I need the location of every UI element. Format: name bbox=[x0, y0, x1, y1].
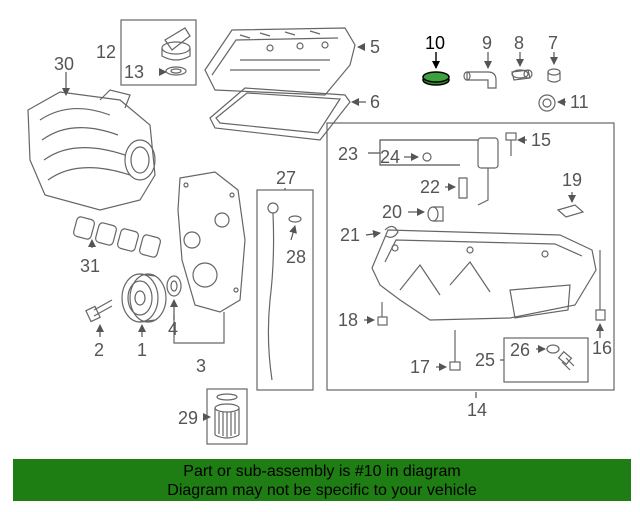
part-17-bolt bbox=[449, 330, 461, 371]
part-22-tube bbox=[458, 177, 468, 199]
part-24-seal bbox=[422, 152, 432, 162]
callout-31: 31 bbox=[80, 256, 100, 276]
part-20-plug bbox=[427, 206, 444, 222]
pulley-bolt bbox=[85, 299, 113, 323]
callout-16: 16 bbox=[592, 338, 612, 358]
callout-23: 23 bbox=[338, 144, 358, 164]
part-8-bushing bbox=[511, 69, 533, 81]
cap-seal bbox=[165, 66, 187, 76]
parts-diagram: 30 12 13 5 6 10 9 8 7 11 23 24 15 22 19 … bbox=[27, 19, 615, 445]
callout-13: 13 bbox=[124, 62, 144, 82]
callout-8: 8 bbox=[514, 33, 524, 53]
callout-30: 30 bbox=[54, 54, 74, 74]
part-19-pad bbox=[556, 204, 585, 218]
callout-18: 18 bbox=[338, 310, 358, 330]
part-21-clip bbox=[384, 225, 399, 238]
callout-15: 15 bbox=[531, 130, 551, 150]
box-12 bbox=[120, 19, 197, 86]
callout-17: 17 bbox=[410, 357, 430, 377]
callout-3: 3 bbox=[196, 356, 206, 376]
part-10-highlighted bbox=[422, 71, 450, 86]
valve-cover-gasket bbox=[209, 87, 351, 141]
callout-1: 1 bbox=[137, 340, 147, 360]
part-7-plug bbox=[547, 68, 561, 83]
callout-27: 27 bbox=[276, 168, 296, 188]
callout-28: 28 bbox=[286, 247, 306, 267]
oil-pan bbox=[371, 229, 597, 321]
valve-cover bbox=[204, 27, 356, 96]
intake-gasket bbox=[73, 216, 161, 258]
callout-21: 21 bbox=[340, 225, 360, 245]
callout-10: 10 bbox=[425, 33, 445, 53]
callout-29: 29 bbox=[178, 408, 198, 428]
callout-25: 25 bbox=[475, 350, 495, 370]
banner-line-1: Part or sub-assembly is #10 in diagram bbox=[183, 463, 461, 480]
box-14 bbox=[326, 122, 615, 391]
callout-7: 7 bbox=[548, 33, 558, 53]
callout-20: 20 bbox=[382, 202, 402, 222]
oil-pump-pickup bbox=[477, 137, 499, 206]
callout-11: 11 bbox=[570, 92, 589, 112]
dipstick bbox=[267, 202, 279, 381]
callout-4: 4 bbox=[168, 319, 178, 339]
callout-2: 2 bbox=[94, 340, 104, 360]
callout-9: 9 bbox=[482, 33, 492, 53]
box-27 bbox=[256, 189, 314, 391]
callout-22: 22 bbox=[420, 177, 440, 197]
part-11-seal bbox=[538, 94, 556, 112]
callout-6: 6 bbox=[370, 92, 380, 112]
dipstick-seal bbox=[288, 215, 302, 223]
part-26-drain bbox=[546, 344, 575, 371]
callout-14: 14 bbox=[467, 400, 487, 420]
callout-12: 12 bbox=[96, 42, 116, 62]
oil-filler-cap bbox=[161, 27, 191, 61]
part-16-stud bbox=[595, 250, 606, 321]
callout-5: 5 bbox=[370, 37, 380, 57]
info-banner: Part or sub-assembly is #10 in diagram D… bbox=[13, 459, 631, 501]
callout-24: 24 bbox=[380, 147, 400, 167]
leader-3 bbox=[173, 312, 225, 344]
oil-filter bbox=[214, 393, 240, 439]
callout-19: 19 bbox=[562, 170, 582, 190]
crankshaft-pulley bbox=[121, 273, 167, 323]
intake-manifold bbox=[27, 89, 156, 211]
callout-26: 26 bbox=[510, 340, 530, 360]
part-18-bolt bbox=[377, 302, 388, 326]
part-9-hose bbox=[463, 71, 497, 89]
front-seal bbox=[166, 275, 182, 297]
part-15-bolt bbox=[505, 132, 517, 156]
engine-front-cover bbox=[177, 171, 246, 313]
banner-line-2: Diagram may not be specific to your vehi… bbox=[167, 482, 477, 499]
